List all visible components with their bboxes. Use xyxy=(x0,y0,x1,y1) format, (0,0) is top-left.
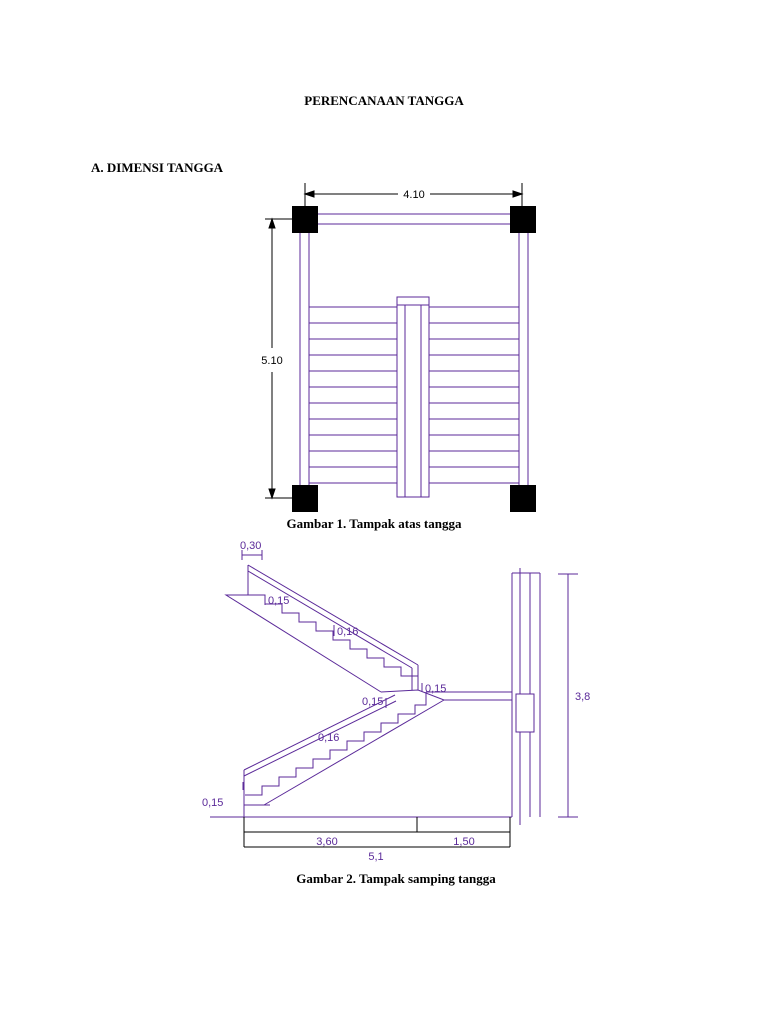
dim-arrow xyxy=(268,217,276,229)
lower-flight-steps xyxy=(245,692,427,796)
lower-flight-handrail xyxy=(243,700,397,777)
lower-flight-soffit xyxy=(263,699,445,806)
dim-arrow xyxy=(512,190,524,198)
dim-upper-riser-a-label: 0,15 xyxy=(268,595,289,607)
landing-slab xyxy=(380,689,512,701)
upper-flight-steps xyxy=(248,594,419,688)
dim-top-tread-label: 0,30 xyxy=(240,540,261,552)
dim-width-label: 4.10 xyxy=(403,189,424,201)
figure1-caption: Gambar 1. Tampak atas tangga xyxy=(286,516,462,531)
dim-lower-riser-a-label: 0,15 xyxy=(362,696,383,708)
page-title: PERENCANAAN TANGGA xyxy=(304,93,464,108)
dim-arrow xyxy=(268,488,276,500)
column-top-left xyxy=(292,206,318,233)
figure2-caption: Gambar 2. Tampak samping tangga xyxy=(296,871,496,886)
column-bottom-left xyxy=(292,485,318,512)
column-bottom-right xyxy=(510,485,536,512)
upper-flight-handrail xyxy=(247,564,419,666)
dim-upper-riser-b-label: 0,16 xyxy=(337,626,358,638)
upper-flight-soffit xyxy=(224,565,382,693)
upper-flight-handrail xyxy=(247,570,413,669)
column-top-right xyxy=(510,206,536,233)
dim-length-label: 5.10 xyxy=(261,355,282,367)
dim-height-label: 3,8 xyxy=(575,691,590,703)
dim-arrow xyxy=(303,190,315,198)
section-heading: A. DIMENSI TANGGA xyxy=(91,160,224,175)
dim-landing-label: 0,15 xyxy=(425,683,446,695)
lower-flight-handrail xyxy=(243,694,396,771)
dim-span-a-label: 3,60 xyxy=(316,836,337,848)
dim-lower-riser-b-label: 0,16 xyxy=(318,732,339,744)
beam-section xyxy=(515,693,535,733)
dim-total-label: 5,1 xyxy=(368,851,383,863)
dim-bottom-label: 0,15 xyxy=(202,797,223,809)
center-stringer xyxy=(396,296,430,498)
dim-span-b-label: 1,50 xyxy=(453,836,474,848)
